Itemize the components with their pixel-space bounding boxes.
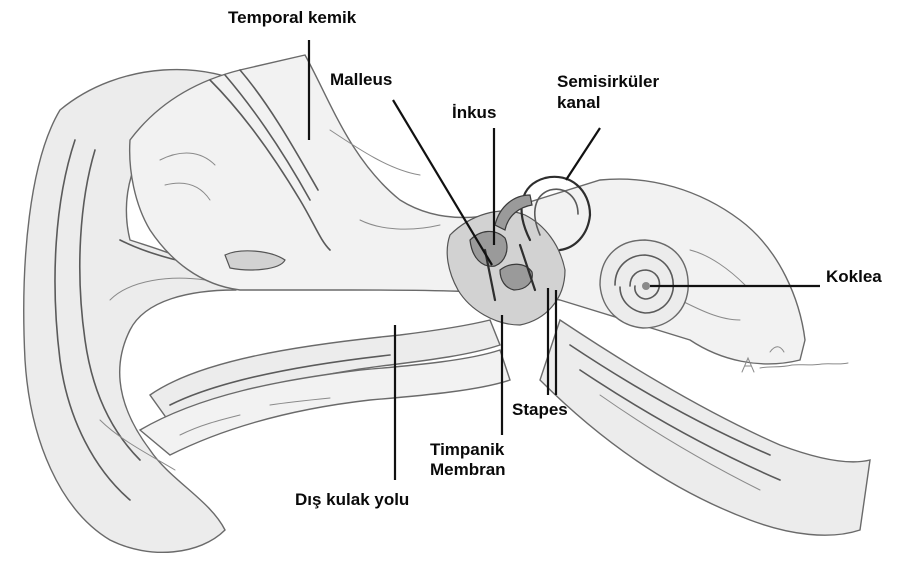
label-malleus: Malleus [330, 70, 392, 90]
eustachian-tube [540, 320, 870, 535]
cochlea [600, 240, 688, 328]
label-koklea: Koklea [826, 267, 882, 287]
label-dis-kulak-yolu: Dış kulak yolu [295, 490, 409, 510]
label-inkus: İnkus [452, 103, 496, 123]
temporal-bone [130, 55, 805, 364]
pointer-semisirkuler [566, 128, 600, 180]
label-semisirkuler-line2: kanal [557, 93, 600, 113]
label-timpanik-line2: Membran [430, 460, 506, 480]
label-semisirkuler-line1: Semisirküler [557, 72, 659, 92]
label-temporal-kemik: Temporal kemik [228, 8, 356, 28]
label-stapes: Stapes [512, 400, 568, 420]
label-timpanik-line1: Timpanik [430, 440, 504, 460]
